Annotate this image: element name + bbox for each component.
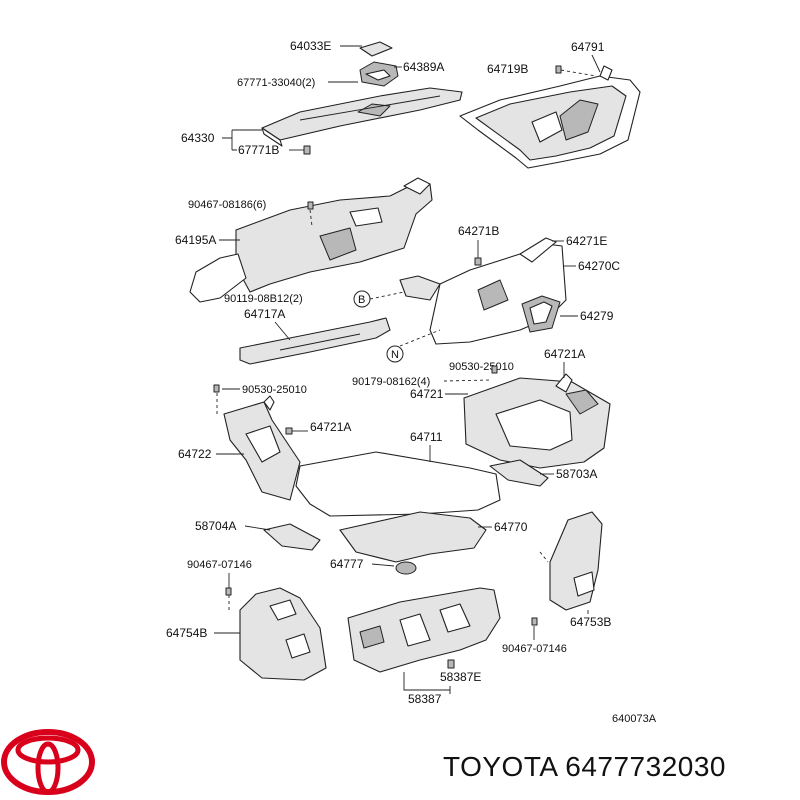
label-64719B: 64719B xyxy=(487,62,528,76)
label-64753B: 64753B xyxy=(570,615,611,629)
label-64389A: 64389A xyxy=(403,60,444,74)
label-90467-07146-right: 90467-07146 xyxy=(502,643,567,655)
label-64721A-right: 64721A xyxy=(544,347,585,361)
label-64721: 64721 xyxy=(410,387,444,401)
circle-B: B xyxy=(358,294,365,306)
label-90179: 90179-08162(4) xyxy=(352,376,430,388)
label-64717A: 64717A xyxy=(244,307,285,321)
toyota-logo xyxy=(1,729,95,795)
label-64791: 64791 xyxy=(571,40,605,54)
label-64271B: 64271B xyxy=(458,224,499,238)
label-64033E: 64033E xyxy=(290,39,331,53)
part-64753B-right-lower-trim xyxy=(549,511,603,611)
label-90467-08186: 90467-08186(6) xyxy=(188,199,266,211)
label-90119: 90119-08B12(2) xyxy=(224,293,303,305)
part-64777-holder xyxy=(395,561,417,575)
label-64271E: 64271E xyxy=(566,234,607,248)
label-64770: 64770 xyxy=(494,520,528,534)
brand-part-number: TOYOTA 6477732030 xyxy=(443,751,726,782)
label-90530-25010-left: 90530-25010 xyxy=(242,384,307,396)
part-64389A-grille xyxy=(359,61,399,87)
part-64330-package-tray xyxy=(261,87,463,147)
label-58704A: 58704A xyxy=(195,519,236,533)
label-58387: 58387 xyxy=(408,692,442,706)
label-64777: 64777 xyxy=(330,557,364,571)
part-64721-right-side-trim xyxy=(463,373,611,469)
label-58387E: 58387E xyxy=(440,670,481,684)
part-64195A-shelf-panel xyxy=(189,177,433,303)
part-58387-rear-panel-trim xyxy=(347,587,501,673)
part-58703A xyxy=(489,459,549,487)
circle-N: N xyxy=(391,349,399,361)
part-64279-bezel xyxy=(521,295,561,333)
label-67771-33040: 67771-33040(2) xyxy=(237,77,315,89)
label-64195A: 64195A xyxy=(175,233,216,247)
label-64330: 64330 xyxy=(181,131,215,145)
part-67771B-clip xyxy=(303,145,311,155)
label-64721A-left: 64721A xyxy=(310,420,351,434)
label-64711: 64711 xyxy=(410,430,443,444)
label-58703A: 58703A xyxy=(556,467,597,481)
label-67771B: 67771B xyxy=(238,143,279,157)
label-90530-25010-top: 90530-25010 xyxy=(449,361,514,373)
part-64754B-left-lower-trim xyxy=(239,587,327,681)
part-64033E-cover xyxy=(359,41,393,57)
label-90467-07146-left: 90467-07146 xyxy=(187,559,252,571)
part-64722-left-side-trim xyxy=(223,395,301,501)
figure-code: 640073A xyxy=(612,713,657,725)
part-64717A-retainer xyxy=(239,317,391,365)
part-58704A xyxy=(263,523,321,551)
label-64279: 64279 xyxy=(580,309,614,323)
part-64711-trunk-mat xyxy=(295,451,501,517)
label-64722: 64722 xyxy=(178,447,212,461)
label-64270C: 64270C xyxy=(578,259,620,273)
part-64791-lid-liner xyxy=(459,65,641,169)
part-64770-floor-board xyxy=(339,511,487,563)
label-64754B: 64754B xyxy=(166,626,207,640)
